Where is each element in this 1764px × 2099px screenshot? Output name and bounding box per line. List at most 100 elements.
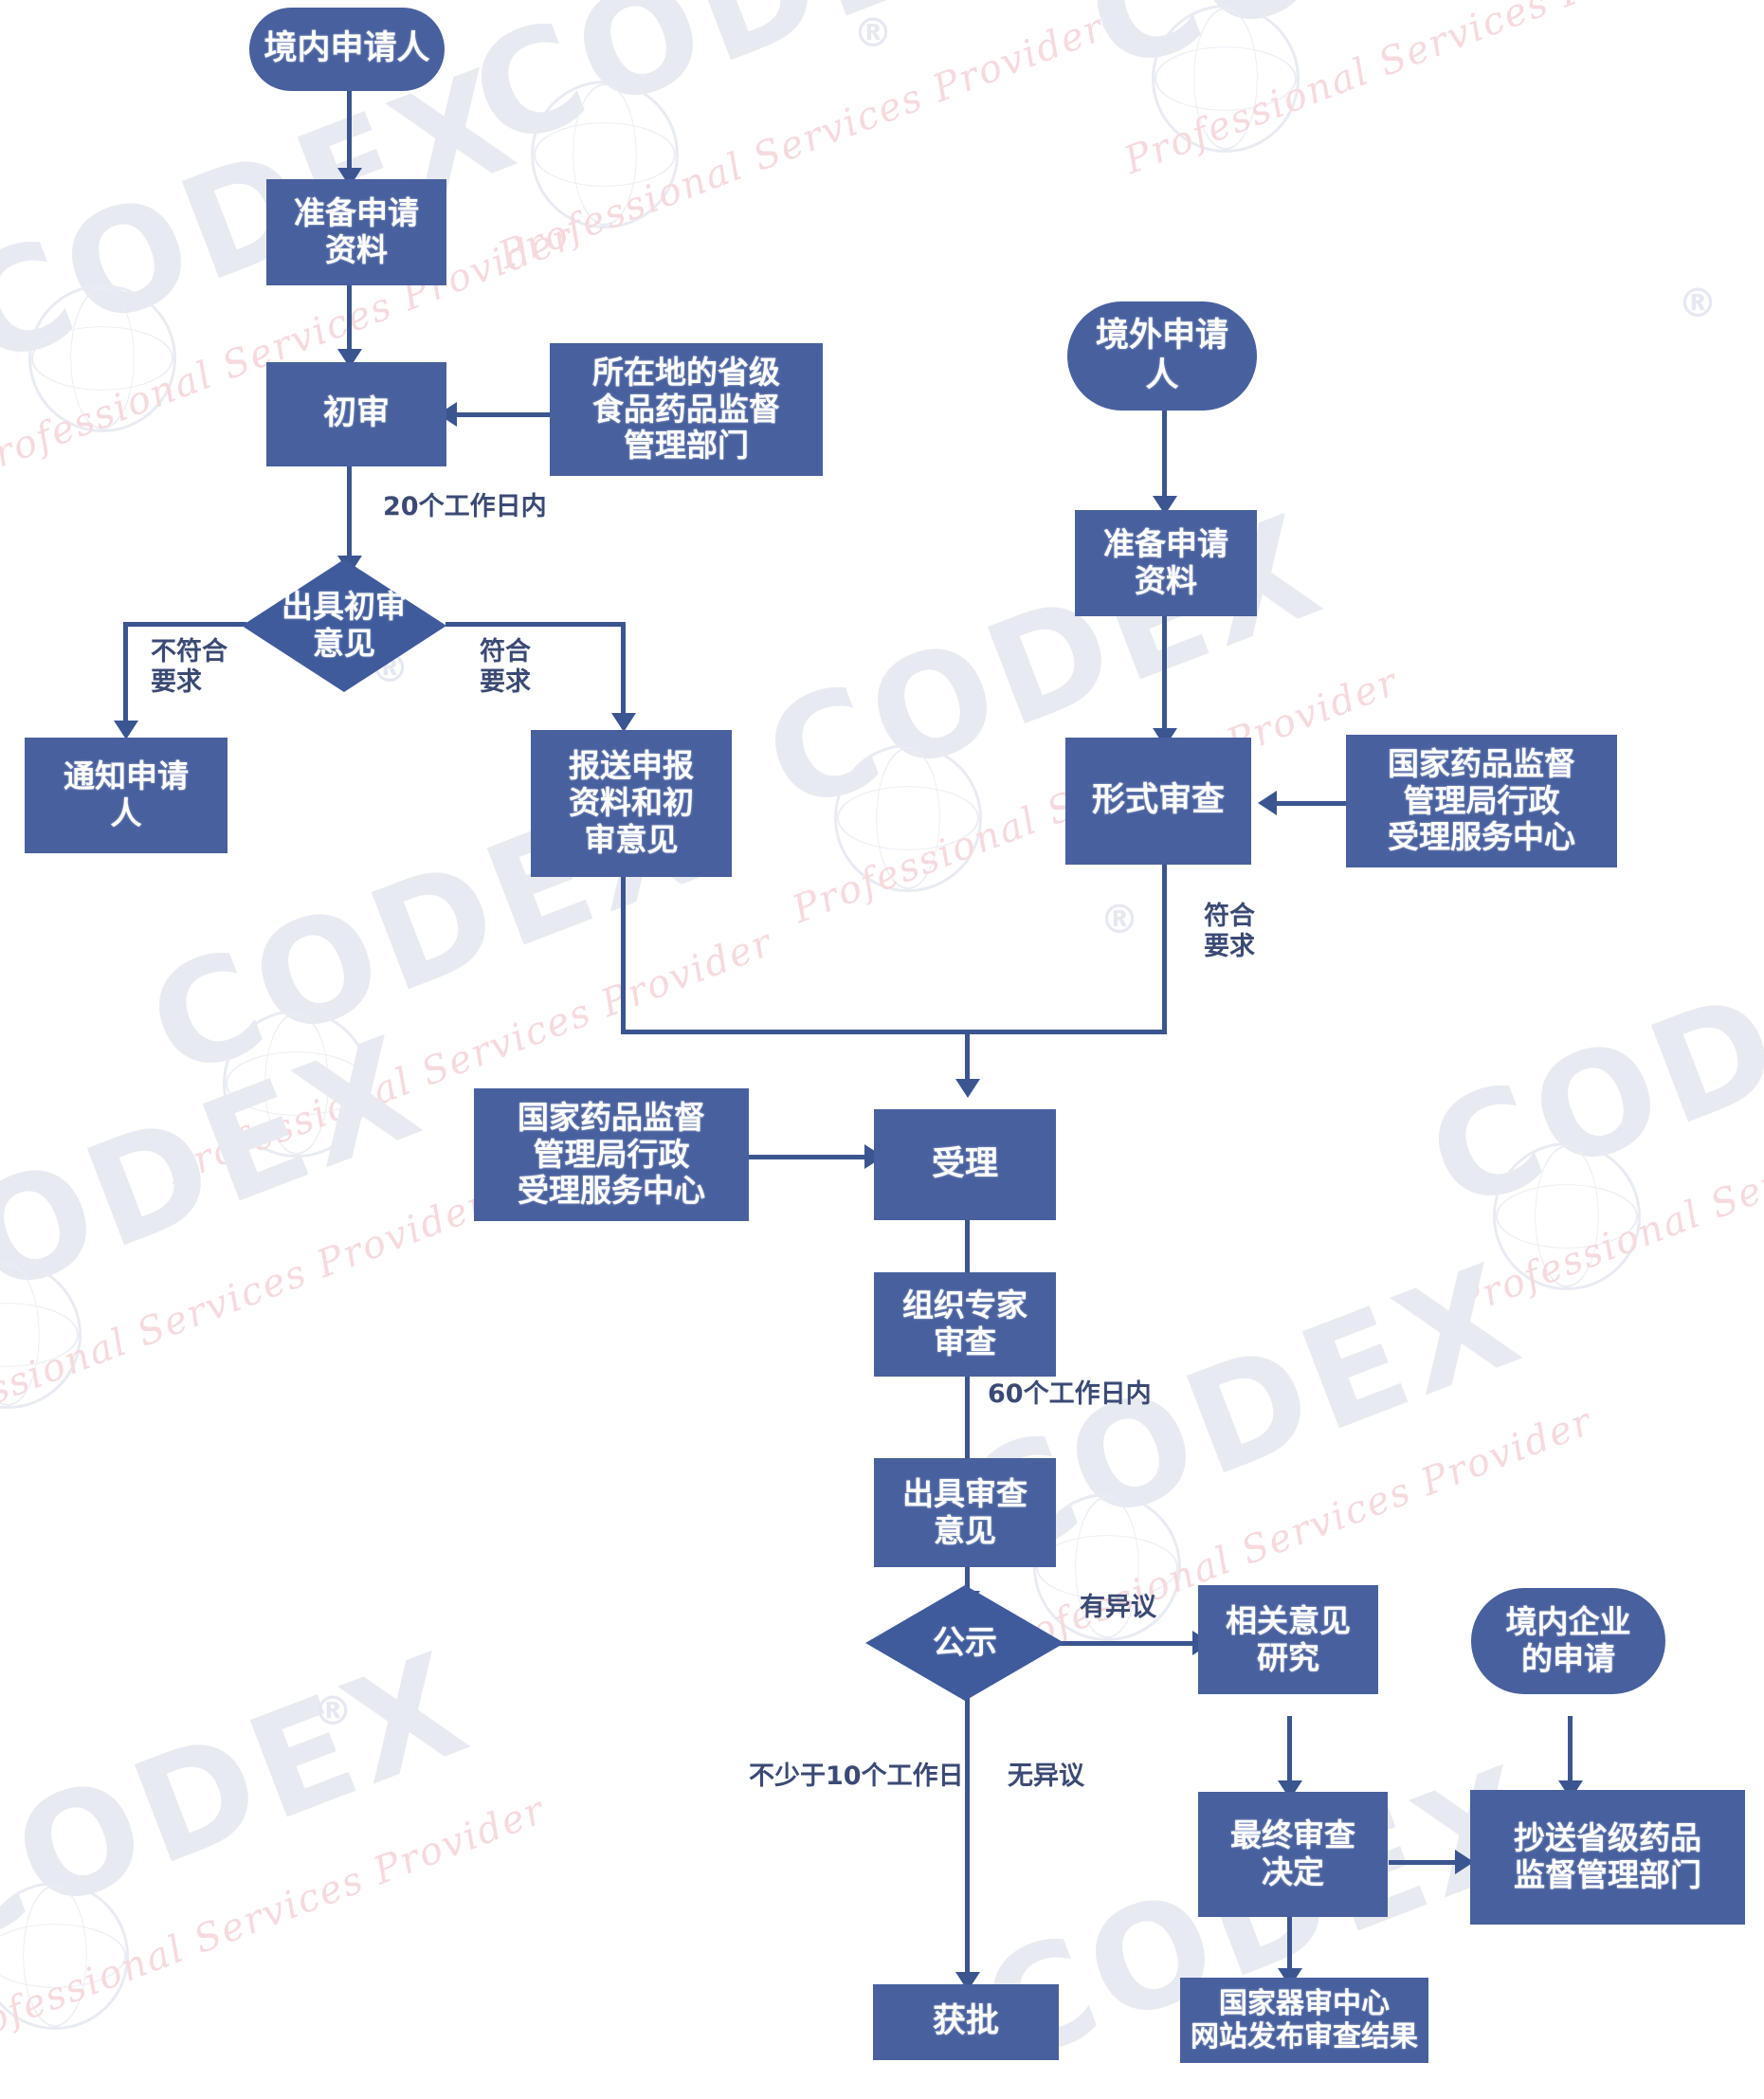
node-organize-expert-review[interactable]: 组织专家审查: [874, 1272, 1056, 1377]
watermark-tagline-text: Professional Services Provider: [493, 6, 1111, 278]
edge-label-not-meeting-requirements: 不符合要求: [151, 637, 227, 698]
arrowhead-right: [1455, 1850, 1474, 1874]
node-label: 国家药品监督管理局行政受理服务中心: [518, 1098, 705, 1210]
node-label: 受理: [931, 1144, 998, 1183]
edge-provincial-dept-to-initial-review: [455, 412, 550, 417]
watermark-brand-text: CODEX: [0, 1005, 444, 1367]
registered-icon: ®: [313, 1688, 353, 1734]
node-initial-review[interactable]: 初审: [266, 362, 446, 466]
watermark-brand-text: CODEX: [0, 1621, 491, 1983]
edge-domestic-enterprise-to-copy: [1568, 1716, 1573, 1790]
edge-label-60-working-days: 60个工作日内: [988, 1379, 1152, 1409]
edge-acceptance-to-expert-review: [965, 1220, 970, 1288]
edge-label-no-less-than-10-days: 不少于10个工作日: [749, 1761, 964, 1791]
node-approved[interactable]: 获批: [873, 1984, 1059, 2060]
edge-prepare-to-initial-review: [347, 284, 352, 358]
node-submit-materials-and-opinion[interactable]: 报送申报资料和初审意见: [531, 730, 732, 877]
node-label: 抄送省级药品监督管理部门: [1514, 1819, 1701, 1893]
edge-publicity-to-approved: [965, 1683, 970, 1986]
edge-label-20-working-days: 20个工作日内: [383, 492, 547, 521]
globe-icon: [0, 1261, 82, 1409]
watermark-tagline: Professional Services Provider: [1118, 0, 1737, 183]
node-label: 组织专家审查: [902, 1287, 1027, 1360]
watermark-tagline-text: Professional Services Provider: [1450, 1053, 1764, 1325]
node-label: 国家器审中心网站发布审查结果: [1191, 1986, 1418, 2053]
node-label: 准备申请资料: [1103, 525, 1228, 599]
watermark-codex: CODEX: [451, 0, 1050, 181]
node-label: 获批: [932, 2002, 999, 2041]
node-nmpa-acceptance-service-center-mid[interactable]: 国家药品监督管理局行政受理服务中心: [474, 1088, 749, 1221]
node-formal-review[interactable]: 形式审查: [1065, 738, 1251, 865]
node-provincial-fda-department[interactable]: 所在地的省级食品药品监督管理部门: [550, 343, 823, 476]
watermark-brand-text: CODEX: [450, 0, 1050, 182]
edge-label-has-objection: 有异议: [1080, 1593, 1156, 1622]
watermark-tagline: Professional Services Provider: [1450, 1053, 1764, 1325]
registered-icon: ®: [1678, 280, 1718, 326]
globe-icon: [834, 744, 982, 892]
node-label: 境内企业的申请: [1505, 1603, 1631, 1677]
node-prepare-application-materials-overseas[interactable]: 准备申请资料: [1075, 510, 1257, 616]
node-overseas-applicant[interactable]: 境外申请人: [1067, 301, 1257, 411]
node-publicity[interactable]: 公示: [865, 1585, 1064, 1701]
globe-icon: [1493, 1142, 1641, 1290]
node-publish-review-result-on-cmde-site[interactable]: 国家器审中心网站发布审查结果: [1180, 1978, 1428, 2063]
watermark-tagline: Professional Services Provider: [0, 1181, 495, 1453]
watermark-tagline-text: Professional Services Provider: [0, 1788, 552, 2060]
node-nmpa-acceptance-service-center-top[interactable]: 国家药品监督管理局行政受理服务中心: [1346, 735, 1617, 867]
node-label: 最终审查决定: [1230, 1816, 1355, 1890]
edge-prepare-to-formal-review: [1162, 616, 1167, 738]
node-notify-applicant[interactable]: 通知申请人: [25, 738, 227, 853]
node-label: 形式审查: [1091, 781, 1225, 820]
node-label: 准备申请资料: [294, 194, 419, 268]
globe-icon: [1152, 5, 1300, 153]
edge-opinion-study-to-final-decision: [1287, 1716, 1292, 1790]
node-issue-review-opinion[interactable]: 出具审查意见: [874, 1458, 1056, 1567]
arrowhead-left: [1258, 791, 1277, 815]
node-acceptance[interactable]: 受理: [874, 1109, 1056, 1220]
arrowhead-down: [114, 721, 138, 739]
watermark-tagline: Professional Services Provider: [493, 6, 1111, 278]
node-label: 初审: [322, 394, 390, 433]
node-final-review-decision[interactable]: 最终审查决定: [1198, 1792, 1388, 1917]
node-study-related-opinions[interactable]: 相关意见研究: [1198, 1585, 1378, 1694]
node-label: 出具初审意见: [282, 588, 407, 662]
watermark-codex: CODEX: [0, 1621, 491, 1982]
watermark-brand-text: CODEX: [1408, 882, 1764, 1244]
edge-initial-review-to-opinion: [347, 466, 352, 563]
node-copy-to-provincial-drug-admin[interactable]: 抄送省级药品监督管理部门: [1470, 1790, 1745, 1925]
node-label: 所在地的省级食品药品监督管理部门: [592, 353, 780, 465]
edge-nmpa-center-to-formal-review: [1275, 801, 1355, 806]
edge-formal-review-down: [1162, 865, 1167, 1033]
watermark-codex: CODEX: [0, 1005, 444, 1366]
registered-icon: ®: [1100, 896, 1139, 942]
node-domestic-applicant[interactable]: 境内申请人: [249, 8, 445, 91]
globe-icon: [28, 284, 176, 432]
watermark-codex: CODEX: [1067, 0, 1666, 105]
node-label: 相关意见研究: [1226, 1601, 1351, 1676]
edge-label-no-objection: 无异议: [1008, 1761, 1084, 1791]
edge-label-meeting-requirements-left: 符合要求: [480, 637, 531, 698]
edge-label-meeting-requirements-right: 符合要求: [1204, 902, 1255, 962]
globe-icon: [223, 1010, 371, 1158]
node-label: 通知申请人: [64, 757, 189, 831]
watermark-codex: CODEX: [1409, 882, 1764, 1243]
globe-icon: [0, 1882, 129, 2030]
node-domestic-enterprise-application[interactable]: 境内企业的申请: [1471, 1588, 1665, 1694]
watermark-brand-text: CODEX: [1067, 0, 1666, 105]
edge-publicity-to-opinion-study: [1047, 1641, 1202, 1646]
edge-expert-review-to-opinion: [965, 1377, 970, 1469]
edge-opinion-to-submit-v: [621, 622, 626, 721]
arrowhead-down: [611, 713, 636, 732]
node-label: 境外申请人: [1095, 317, 1228, 394]
edge-merge-to-acceptance: [965, 1030, 970, 1088]
node-prepare-application-materials[interactable]: 准备申请资料: [266, 179, 446, 285]
node-label: 报送申报资料和初审意见: [569, 747, 694, 858]
node-label: 国家药品监督管理局行政受理服务中心: [1388, 744, 1575, 856]
watermark-tagline: Professional Services Provider: [0, 1788, 552, 2060]
edge-final-decision-to-copy: [1389, 1860, 1464, 1865]
arrowhead-down: [955, 1079, 980, 1098]
node-issue-initial-opinion[interactable]: 出具初审意见: [242, 559, 446, 692]
edge-nmpa-center2-to-acceptance: [749, 1155, 872, 1159]
globe-icon: [531, 81, 679, 228]
